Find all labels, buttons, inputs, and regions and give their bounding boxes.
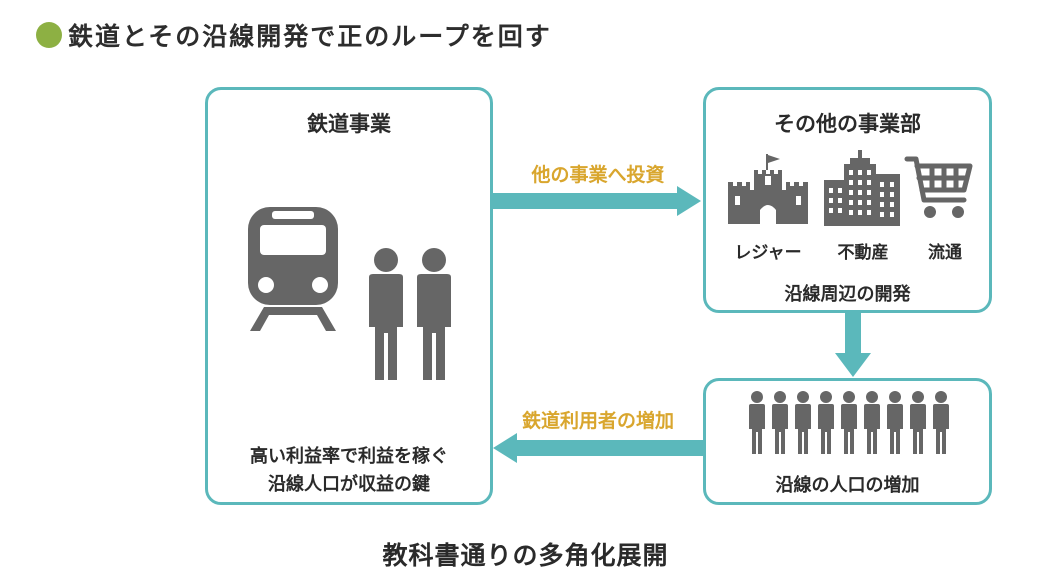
person-icon <box>749 391 765 454</box>
title-text: 鉄道とその沿線開発で正のループを回す <box>68 22 552 51</box>
leisure-label: レジャー <box>734 243 802 263</box>
people-icon <box>369 248 451 380</box>
train-icon <box>248 207 338 331</box>
railway-box: 鉄道事業 高い利益率で利益を稼ぐ 沿線人口が収益の鍵 <box>205 87 493 505</box>
diagram-title: 鉄道とその沿線開発で正のループを回す <box>36 18 552 52</box>
railway-caption-line2: 沿線人口が収益の鍵 <box>268 474 430 495</box>
other-caption: 沿線周辺の開発 <box>784 284 911 305</box>
railway-heading: 鉄道事業 <box>307 112 391 136</box>
real-estate-label: 不動産 <box>837 243 889 263</box>
footer-caption: 教科書通りの多角化展開 <box>382 541 669 570</box>
person-icon <box>910 391 926 454</box>
bullet-icon <box>36 22 62 48</box>
invest-label: 他の事業へ投資 <box>531 164 665 186</box>
shopping-cart-icon <box>904 156 973 218</box>
castle-icon <box>728 154 808 224</box>
person-icon <box>864 391 880 454</box>
person-icon <box>795 391 811 454</box>
development-arrow <box>835 313 871 377</box>
invest-arrow <box>493 186 701 216</box>
retail-label: 流通 <box>928 243 962 263</box>
person-icon <box>933 391 949 454</box>
person-icon <box>818 391 834 454</box>
population-box: 沿線の人口の増加 <box>703 378 992 505</box>
person-icon <box>772 391 788 454</box>
crowd-icon <box>749 391 949 454</box>
person-icon <box>841 391 857 454</box>
users-arrow <box>493 433 703 463</box>
other-business-box: その他の事業部 <box>703 87 992 313</box>
person-icon <box>887 391 903 454</box>
users-label: 鉄道利用者の増加 <box>521 410 674 432</box>
buildings-icon <box>824 150 900 226</box>
railway-caption-line1: 高い利益率で利益を稼ぐ <box>250 446 448 467</box>
population-caption: 沿線の人口の増加 <box>775 475 920 496</box>
other-heading: その他の事業部 <box>774 112 921 136</box>
